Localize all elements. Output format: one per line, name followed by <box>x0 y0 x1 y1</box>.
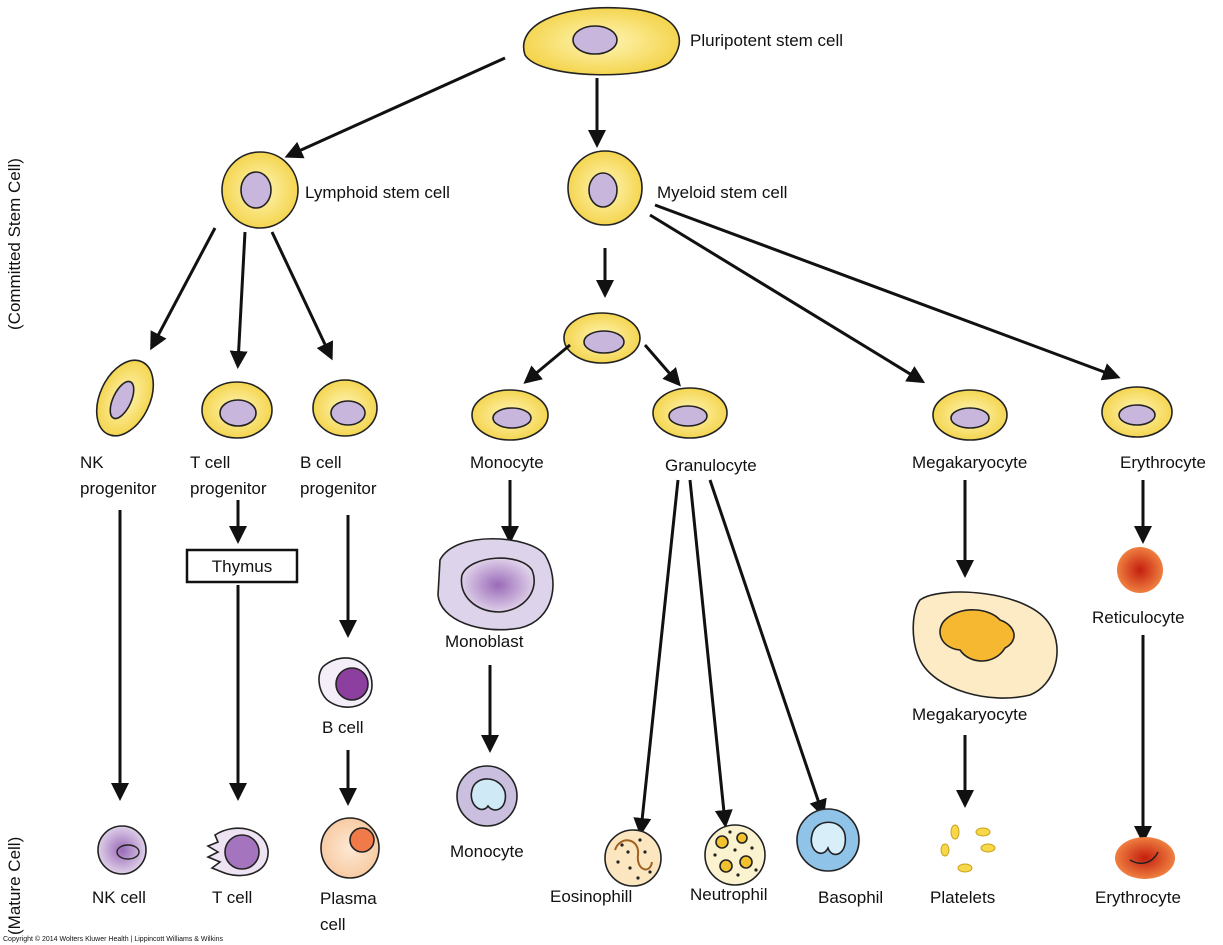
megakaryocyte-progenitor-cell <box>932 389 1008 441</box>
mature-axis-label: (Mature Cell) <box>5 837 24 935</box>
nk-cell <box>97 825 147 875</box>
plasma-cell-label-2: cell <box>320 915 346 934</box>
b-progenitor-label: B cell <box>300 453 342 472</box>
monoblast-cell <box>437 537 554 631</box>
nk-cell-label: NK cell <box>92 888 146 907</box>
nk-progenitor-label: NK <box>80 453 104 472</box>
monocyte-progenitor-cell <box>471 389 549 441</box>
erythrocyte-progenitor-label: Erythrocyte <box>1120 453 1206 472</box>
eosinophil-cell <box>604 829 662 887</box>
erythrocyte-label: Erythrocyte <box>1095 888 1181 907</box>
t-cell <box>206 827 269 877</box>
b-progenitor-label-2: progenitor <box>300 479 377 498</box>
plasma-cell <box>320 817 380 879</box>
pluripotent-label: Pluripotent stem cell <box>690 31 843 50</box>
t-cell-label: T cell <box>212 888 252 907</box>
megakaryocyte-label: Megakaryocyte <box>912 705 1027 724</box>
basophil-cell <box>796 808 860 872</box>
thymus-label: Thymus <box>212 557 272 576</box>
b-cell <box>318 657 373 708</box>
lymphoid-label: Lymphoid stem cell <box>305 183 450 202</box>
reticulocyte-cell <box>1117 547 1163 593</box>
pluripotent-stem-cell <box>522 6 681 76</box>
copyright: Copyright © 2014 Wolters Kluwer Health |… <box>3 935 224 943</box>
t-progenitor-label: T cell <box>190 453 230 472</box>
myeloid-progenitor-cell <box>563 312 641 364</box>
monocyte-cell <box>456 765 518 827</box>
megakaryocyte-progenitor-label: Megakaryocyte <box>912 453 1027 472</box>
nk-progenitor-cell <box>95 359 155 437</box>
reticulocyte-label: Reticulocyte <box>1092 608 1185 627</box>
monocyte-label: Monocyte <box>450 842 524 861</box>
eosinophil-label: Eosinophill <box>550 887 632 906</box>
myeloid-label: Myeloid stem cell <box>657 183 787 202</box>
megakaryocyte-cell <box>912 591 1058 699</box>
t-progenitor-cell <box>201 381 273 439</box>
basophil-label: Basophil <box>818 888 883 907</box>
platelets-label: Platelets <box>930 888 995 907</box>
granulocyte-label: Granulocyte <box>665 456 757 475</box>
b-progenitor-cell <box>312 379 378 437</box>
granulocyte-progenitor-cell <box>652 387 728 439</box>
platelets <box>940 824 996 873</box>
lymphoid-stem-cell <box>221 151 299 229</box>
plasma-cell-label: Plasma <box>320 889 377 908</box>
b-cell-label: B cell <box>322 718 364 737</box>
monoblast-label: Monoblast <box>445 632 524 651</box>
thymus-box <box>185 548 299 584</box>
erythrocyte-progenitor-cell <box>1101 386 1173 438</box>
myeloid-stem-cell <box>567 150 643 226</box>
neutrophil-label: Neutrophil <box>690 885 768 904</box>
t-progenitor-label-2: progenitor <box>190 479 267 498</box>
erythrocyte-cell <box>1115 837 1175 879</box>
monocyte-progenitor-label: Monocyte <box>470 453 544 472</box>
committed-axis-label: (Committed Stem Cell) <box>5 158 24 330</box>
nk-progenitor-label-2: progenitor <box>80 479 157 498</box>
neutrophil-cell <box>704 824 766 886</box>
